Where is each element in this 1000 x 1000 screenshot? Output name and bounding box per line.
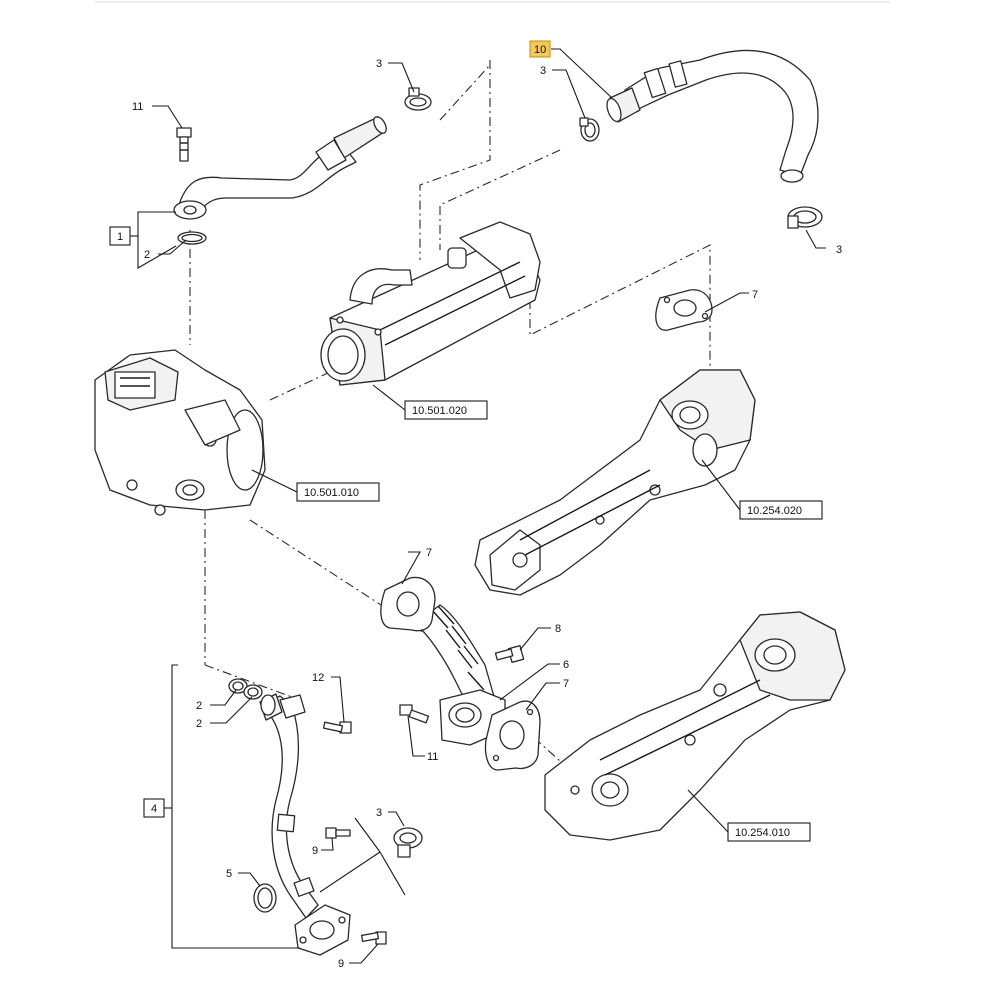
o-ring-5[interactable] <box>253 883 277 913</box>
reference-leaders <box>251 384 741 833</box>
egr-valve[interactable] <box>94 349 266 516</box>
callout-1-box <box>109 226 131 246</box>
ref-egr-valve: 10.501.010 <box>304 487 359 499</box>
callout-12: 12 <box>312 672 324 684</box>
bolt-11-low[interactable] <box>399 704 430 724</box>
leader-lines <box>152 48 826 964</box>
callout-11-top: 11 <box>132 101 143 113</box>
callout-6: 6 <box>563 659 569 671</box>
callout-2-b: 2 <box>196 718 202 730</box>
ref-exhaust-manifold-upper: 10.254.020 <box>747 505 802 517</box>
callout-4: 4 <box>151 803 157 815</box>
bolt-9-b[interactable] <box>360 931 387 945</box>
ref-box-exhaust-manifold-upper <box>739 500 823 520</box>
callout-3-low: 3 <box>376 807 382 819</box>
gasket-7-low[interactable] <box>484 700 541 771</box>
exhaust-manifold-upper[interactable] <box>474 369 756 596</box>
callout-2-a: 2 <box>196 700 202 712</box>
group-bracket-4 <box>164 664 300 949</box>
callout-7-low: 7 <box>563 678 569 690</box>
ref-box-egr-valve <box>296 482 380 502</box>
callout-7-mid: 7 <box>426 547 432 559</box>
callout-3-hose: 3 <box>540 65 546 77</box>
callout-2-top: 2 <box>144 249 150 261</box>
callout-3-right: 3 <box>836 244 842 256</box>
exhaust-manifold-lower[interactable] <box>544 611 846 841</box>
clamp-3-hose[interactable] <box>579 117 600 142</box>
lower-egr-pipe[interactable] <box>259 693 351 956</box>
ref-exhaust-manifold-lower: 10.254.010 <box>735 827 790 839</box>
flex-pipe-6[interactable] <box>419 604 506 746</box>
o-ring-2-top[interactable] <box>177 231 207 245</box>
bolt-8[interactable] <box>494 645 525 663</box>
alignment-lines <box>189 60 711 771</box>
o-rings-2-lower[interactable] <box>228 678 263 700</box>
egr-cooler[interactable] <box>320 221 541 386</box>
group-bracket-1 <box>130 211 177 269</box>
callout-9-b: 9 <box>338 958 344 970</box>
callout-7-top: 7 <box>752 289 758 301</box>
gasket-7-mid[interactable] <box>380 576 436 632</box>
gasket-7-top[interactable] <box>655 289 713 331</box>
callout-10-highlight <box>529 40 551 58</box>
bolt-12[interactable] <box>322 721 352 734</box>
ref-box-egr-cooler <box>404 400 488 420</box>
callout-8: 8 <box>555 623 561 635</box>
callout-11-low: 11 <box>427 751 438 763</box>
callout-numbers: 3 11 1 2 10 3 3 7 7 8 6 7 11 12 2 2 4 3 … <box>109 40 842 970</box>
clamp-3-right[interactable] <box>787 206 823 229</box>
bolt-11-top[interactable] <box>176 127 192 162</box>
egr-inlet-pipe[interactable] <box>173 115 389 220</box>
coolant-hose-10[interactable] <box>604 49 819 183</box>
callout-9-a: 9 <box>312 845 318 857</box>
callout-5: 5 <box>226 868 232 880</box>
clamp-3-top[interactable] <box>404 87 432 111</box>
callout-4-box <box>143 798 165 818</box>
callout-10: 10 <box>534 44 546 56</box>
clamp-3-low[interactable] <box>319 817 423 896</box>
ref-box-exhaust-manifold-lower <box>727 822 811 842</box>
ref-egr-cooler: 10.501.020 <box>412 405 467 417</box>
reference-labels: 10.501.020 10.501.010 10.254.020 10.254.… <box>296 400 823 842</box>
callout-3-top: 3 <box>376 58 382 70</box>
bolt-9-a[interactable] <box>325 827 351 839</box>
callout-1: 1 <box>117 231 123 243</box>
